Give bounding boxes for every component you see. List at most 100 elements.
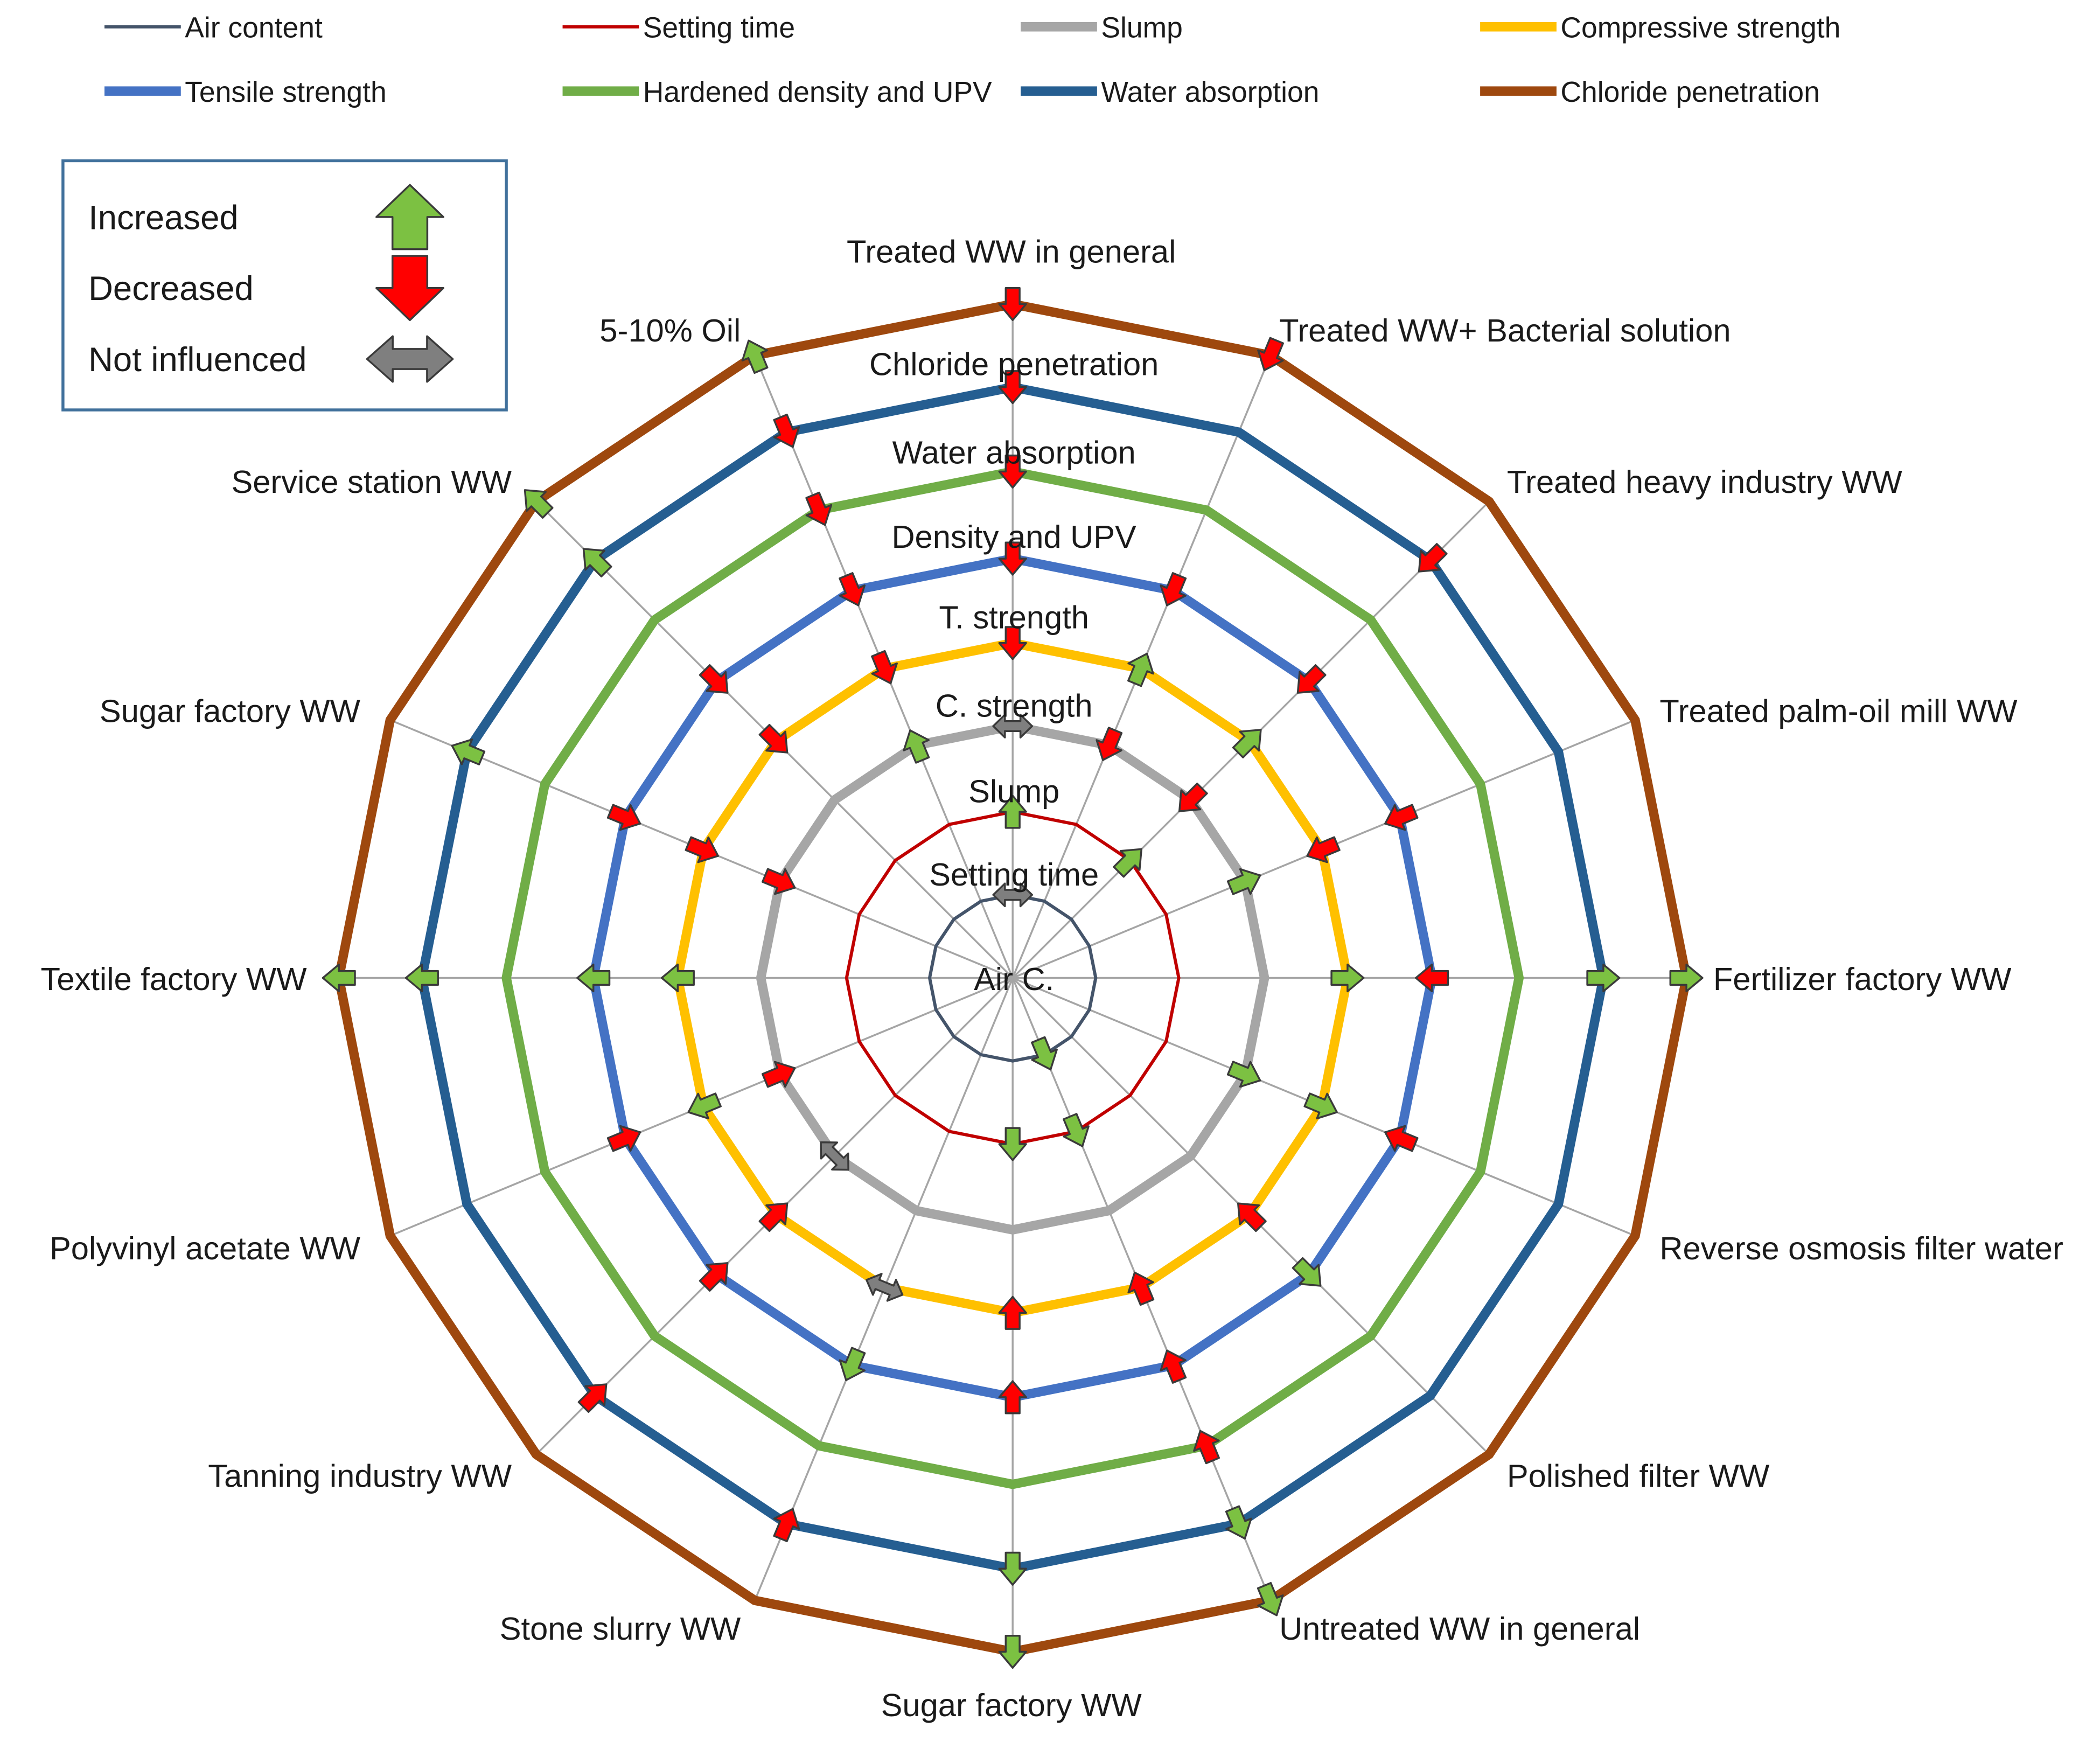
arrow-down-icon [1096, 727, 1123, 761]
effect-marker-decreased [1306, 836, 1341, 863]
effect-marker-increased [1225, 1505, 1252, 1540]
legend-entry-air-content: Air content [104, 12, 323, 44]
effect-marker-increased [660, 963, 695, 993]
effect-marker-increased [576, 963, 611, 993]
effect-marker-decreased [1096, 727, 1123, 761]
arrow-down-icon [1160, 1349, 1187, 1384]
arrow-down-icon [1306, 836, 1341, 863]
spoke-label-treated-palm-oil-mill-ww: Treated palm-oil mill WW [1659, 693, 2018, 729]
double-arrow-icon [866, 1273, 904, 1302]
effect-marker-increased [741, 339, 769, 374]
arrow-up-icon [1226, 1061, 1261, 1088]
arrow-down-icon [375, 255, 444, 322]
legend-entry-water-absorption: Water absorption [1021, 76, 1319, 108]
effect-marker-not-influenced [820, 1141, 849, 1171]
effect-marker-increased [998, 795, 1027, 829]
effect-marker-increased [1292, 1257, 1322, 1287]
effect-marker-decreased [699, 664, 729, 694]
effect-marker-increased [404, 963, 439, 993]
spoke-label-textile-factory-ww: Textile factory WW [41, 961, 308, 997]
arrow-down-icon [1178, 782, 1208, 812]
spoke-label-stone-slurry-ww: Stone slurry WW [500, 1611, 741, 1647]
spoke-label-polyvinyl-acetate-ww: Polyvinyl acetate WW [50, 1230, 361, 1266]
effect-marker-decreased [1160, 572, 1187, 607]
effect-marker-increased [1303, 1092, 1338, 1120]
effect-marker-decreased [1384, 804, 1419, 831]
ring-label-setting-time: Setting time [929, 856, 1099, 893]
effect-markers [322, 287, 1704, 1669]
arrow-down-icon [839, 572, 866, 607]
spoke-label-sugar-factory-ww: Sugar factory WW [100, 693, 361, 729]
effect-marker-decreased [998, 454, 1027, 489]
legend-label: Compressive strength [1560, 12, 1840, 44]
legend-label: Air content [185, 12, 323, 44]
legend-entry-chloride-penetration: Chloride penetration [1480, 76, 1820, 108]
effect-marker-decreased [1160, 1349, 1187, 1384]
arrow-up-icon [322, 963, 356, 993]
effect-marker-increased [322, 963, 356, 993]
effect-marker-decreased [1418, 543, 1448, 573]
legend-entry-slump: Slump [1021, 12, 1183, 44]
effect-marker-not-influenced [866, 1273, 904, 1302]
spoke-label-treated-ww-bacterial-solution: Treated WW+ Bacterial solution [1279, 312, 1731, 349]
arrow-down-icon [1384, 804, 1419, 831]
arrow-down-icon [998, 454, 1027, 489]
spoke-label-fertilizer-factory-ww: Fertilizer factory WW [1713, 961, 2012, 997]
spoke-label-reverse-osmosis-filter-water: Reverse osmosis filter water [1659, 1230, 2063, 1266]
legend-entry-compressive-strength: Compressive strength [1480, 12, 1840, 44]
arrow-down-icon [1237, 1202, 1267, 1232]
ring-label-compressive-strength: C. strength [936, 688, 1093, 724]
arrow-up-icon [451, 738, 486, 765]
effect-marker-increased [998, 1551, 1027, 1586]
effect-marker-increased [1226, 1061, 1261, 1088]
effect-legend-label: Increased [88, 199, 238, 236]
effect-marker-increased [451, 738, 486, 765]
effect-marker-decreased [758, 723, 789, 754]
arrow-up-icon [576, 963, 611, 993]
arrow-up-icon [1226, 868, 1261, 895]
double-arrow-icon [992, 882, 1034, 908]
ring-label-water-absorption: Water absorption [892, 435, 1136, 471]
arrow-up-icon [1232, 729, 1262, 758]
arrow-down-icon [998, 541, 1027, 576]
legend-label: Setting time [643, 12, 795, 44]
arrow-up-icon [1063, 1113, 1090, 1147]
effect-marker-decreased [1257, 337, 1284, 372]
effect-marker-increased [687, 1092, 722, 1120]
arrow-down-icon [1193, 1430, 1220, 1465]
effect-legend-not-influenced: Not influenced [88, 335, 454, 383]
arrow-up-icon [524, 489, 554, 519]
arrow-down-icon [1415, 963, 1449, 993]
arrow-down-icon [998, 626, 1027, 660]
arrow-up-icon [660, 963, 695, 993]
arrow-up-icon [1031, 1036, 1058, 1071]
effect-marker-increased [998, 1634, 1027, 1669]
arrow-down-icon [758, 723, 789, 754]
arrow-up-icon [998, 795, 1027, 829]
arrow-up-icon [687, 1092, 722, 1120]
effect-marker-decreased [998, 287, 1027, 322]
effect-marker-increased [1226, 868, 1261, 895]
arrow-up-icon [582, 548, 612, 577]
arrow-down-icon [606, 804, 641, 831]
effect-marker-increased [1669, 963, 1704, 993]
arrow-down-icon [1384, 1125, 1419, 1152]
arrow-up-icon [1127, 652, 1154, 687]
legend-label: Water absorption [1101, 76, 1319, 108]
effect-marker-increased [582, 548, 612, 577]
effect-marker-decreased [998, 1380, 1027, 1414]
arrow-up-icon [1257, 1581, 1284, 1616]
arrow-down-icon [871, 650, 898, 685]
arrow-down-icon [577, 1383, 608, 1413]
arrow-up-icon [1113, 848, 1143, 878]
effect-marker-decreased [758, 1202, 789, 1232]
effect-marker-increased [524, 489, 554, 519]
effect-marker-decreased [761, 868, 796, 895]
ring-hardened-density-and-upv [501, 466, 1524, 1489]
arrow-up-icon [839, 1347, 866, 1381]
legend-entry-setting-time: Setting time [562, 12, 795, 44]
arrow-down-icon [998, 1380, 1027, 1414]
legend-label: Slump [1101, 12, 1183, 44]
